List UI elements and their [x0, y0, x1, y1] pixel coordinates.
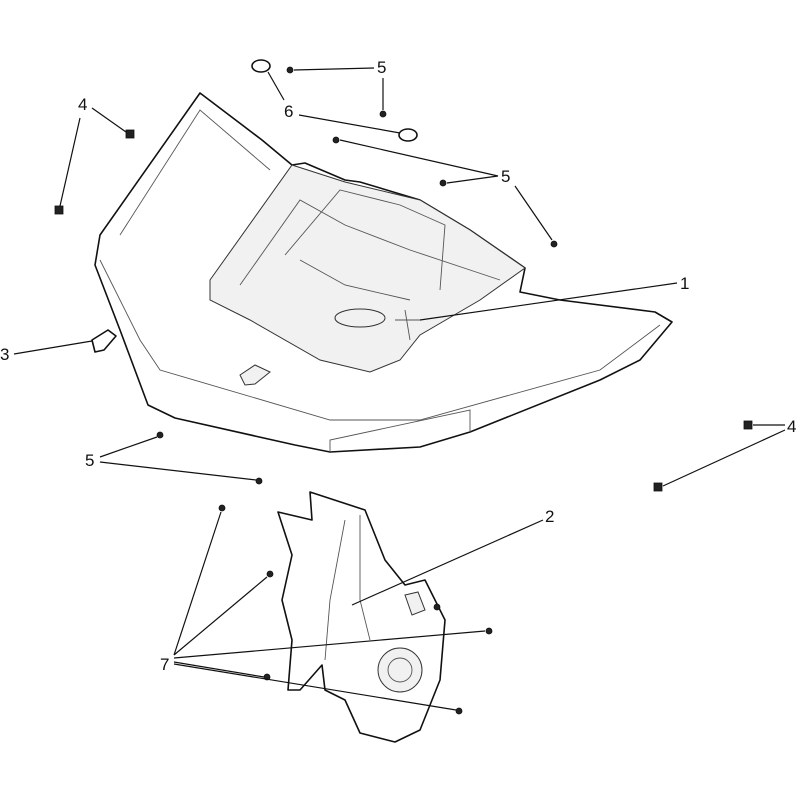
callout-5: 5 [501, 167, 510, 186]
screw-icon [433, 603, 441, 611]
screw-icon [439, 179, 447, 187]
callout-1: 1 [680, 274, 689, 293]
inner-panel-part-2 [277, 491, 446, 743]
callout-5: 5 [85, 451, 94, 470]
fasteners [54, 59, 753, 715]
grommet-icon [398, 128, 418, 142]
screw-icon [550, 240, 558, 248]
screw-icon [286, 66, 294, 74]
clip-nut-icon [54, 205, 64, 215]
grommet-icon [251, 59, 271, 73]
callout-4: 4 [78, 95, 87, 114]
screw-icon [379, 110, 387, 118]
callout-7: 7 [160, 655, 169, 674]
bolt-icon [485, 627, 493, 635]
screw-icon [332, 136, 340, 144]
callout-2: 2 [545, 507, 554, 526]
screw-icon [255, 477, 263, 485]
callout-5: 5 [377, 58, 386, 77]
clip-nut-icon [653, 482, 663, 492]
bolt-icon [455, 707, 463, 715]
callouts: 5 4 6 5 1 3 5 4 2 7 [0, 58, 796, 674]
callout-4: 4 [787, 417, 796, 436]
leader-lines [13, 67, 786, 711]
bolt-icon [266, 570, 274, 578]
screw-icon [156, 431, 164, 439]
bolt-icon [218, 504, 226, 512]
clip-icon [91, 329, 117, 353]
clip-nut-icon [125, 129, 135, 139]
callout-3: 3 [0, 345, 9, 364]
clip-nut-icon [743, 420, 753, 430]
front-fairing-part-1 [94, 92, 673, 453]
callout-6: 6 [284, 102, 293, 121]
